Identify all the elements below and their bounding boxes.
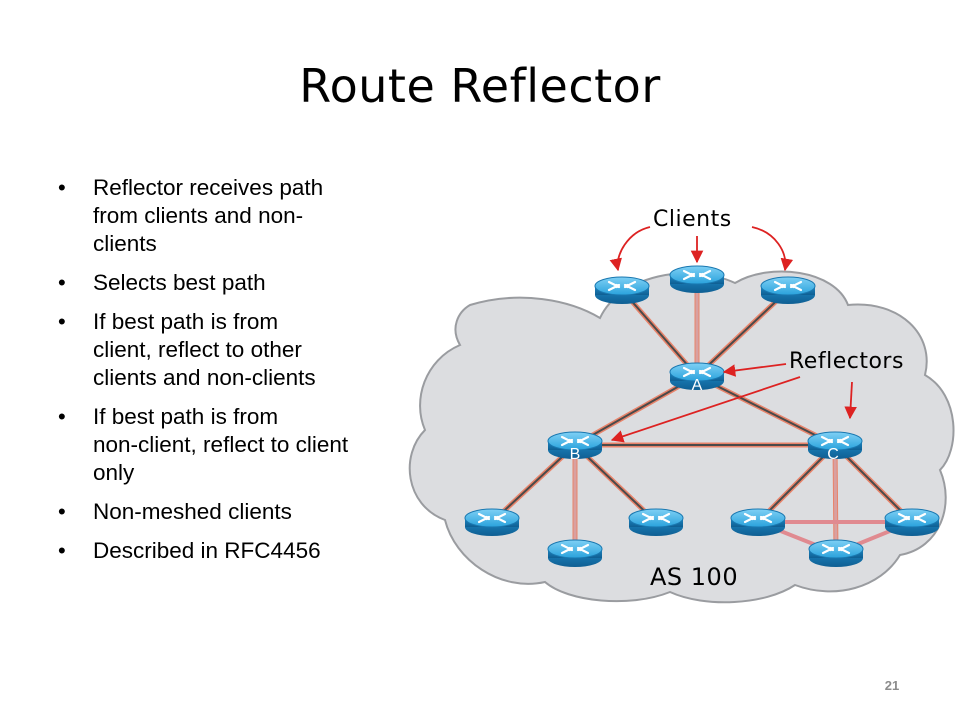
bullet-item: If best path is from client, reflect to … xyxy=(58,308,438,392)
router-c-client-2 xyxy=(807,538,865,569)
router-b-label: B xyxy=(570,446,581,463)
router-b-client-1 xyxy=(463,507,521,538)
router-b-client-3 xyxy=(627,507,685,538)
router-client-middle xyxy=(668,264,726,295)
bullet-item: If best path is from non-client, reflect… xyxy=(58,403,438,487)
router-c-client-1 xyxy=(729,507,787,538)
router-b-client-2 xyxy=(546,538,604,569)
as-label: AS 100 xyxy=(650,563,738,591)
bullet-item: Non-meshed clients xyxy=(58,498,438,526)
bullet-item: Selects best path xyxy=(58,269,438,297)
router-client-left xyxy=(593,275,651,306)
router-c-label: C xyxy=(827,446,839,463)
slide-title: Route Reflector xyxy=(299,59,661,113)
bullet-item: Reflector receives path from clients and… xyxy=(58,174,438,258)
reflectors-label: Reflectors xyxy=(789,349,904,374)
annotation-arrows xyxy=(609,226,857,443)
clients-label: Clients xyxy=(653,207,732,232)
bullet-list: Reflector receives path from clients and… xyxy=(58,174,438,576)
as-cloud xyxy=(408,270,955,604)
bullet-item: Described in RFC4456 xyxy=(58,537,438,565)
page-number: 21 xyxy=(884,678,900,693)
router-c-client-3 xyxy=(883,507,941,538)
router-a-label: A xyxy=(692,377,703,394)
router-client-right xyxy=(759,275,817,306)
